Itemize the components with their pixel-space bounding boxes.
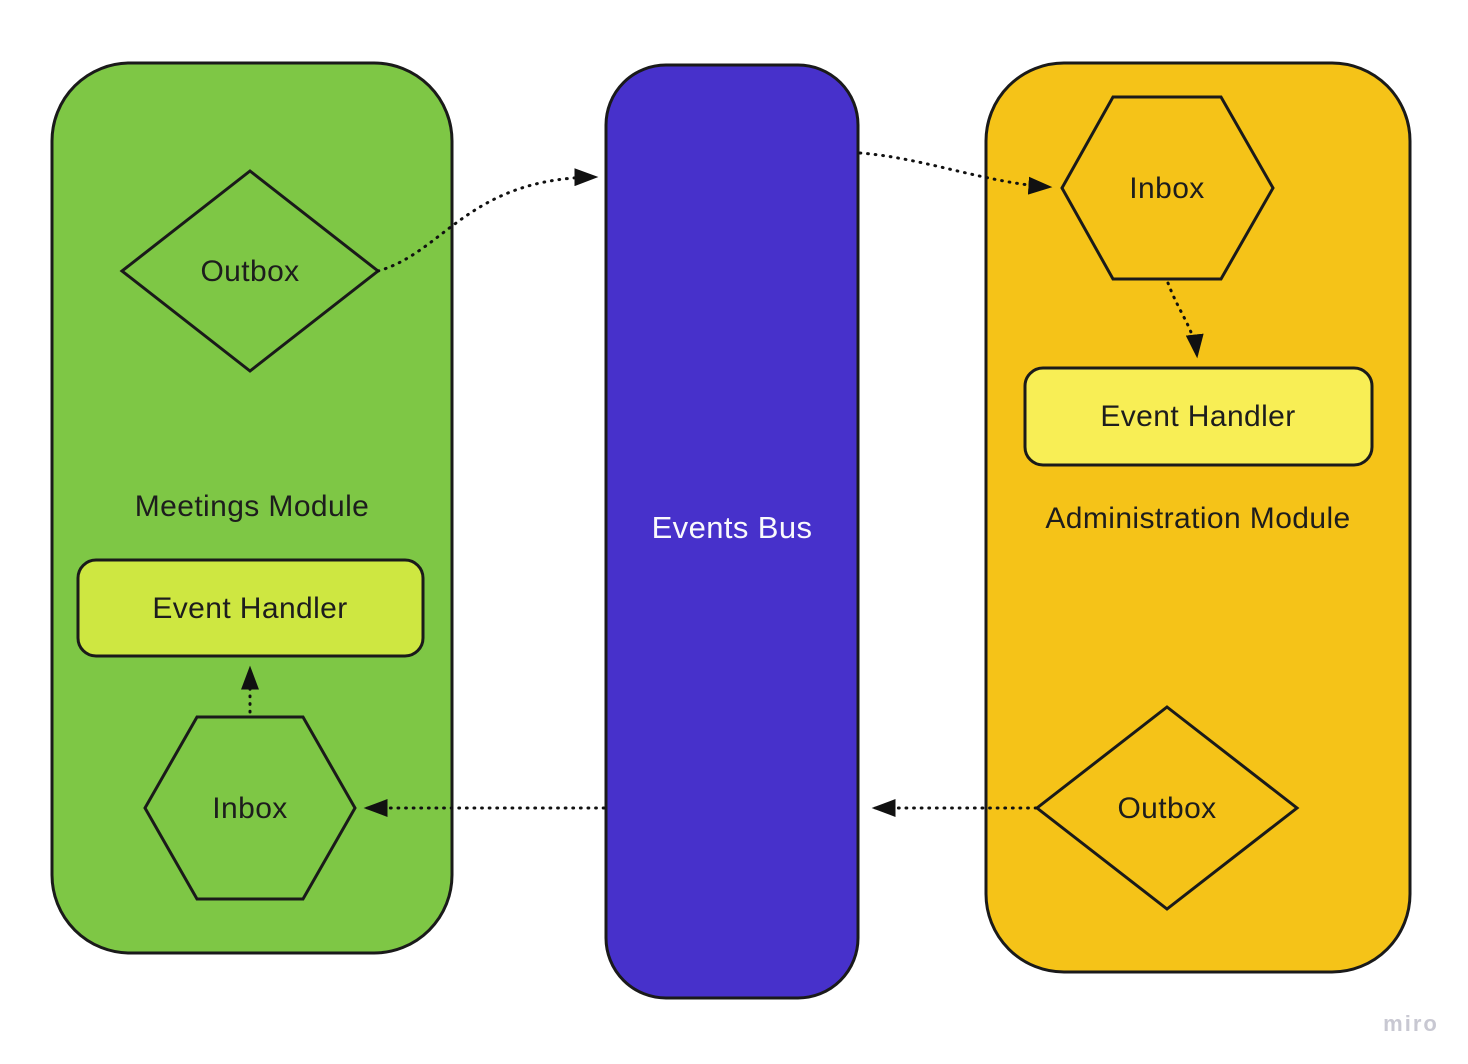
administration-outbox-label: Outbox: [1117, 792, 1216, 825]
meetings-event-handler-box: [76, 558, 425, 658]
miro-watermark: miro: [1383, 1011, 1439, 1036]
administration-inbox-hexagon: [1060, 95, 1275, 281]
arrow-meetings-outbox-to-bus: [376, 168, 599, 273]
administration-module-container: [984, 61, 1412, 974]
events-bus-title: Events Bus: [652, 510, 813, 545]
meetings-inbox-label: Inbox: [212, 792, 287, 825]
administration-event-handler-box: [1023, 366, 1374, 467]
administration-module-title: Administration Module: [1045, 502, 1350, 535]
administration-inbox-label: Inbox: [1129, 172, 1204, 205]
meetings-event-handler-label: Event Handler: [152, 592, 347, 625]
meetings-outbox-diamond: [119, 169, 381, 373]
events-bus-container: [604, 63, 860, 1000]
meetings-inbox-hexagon: [143, 715, 357, 901]
administration-event-handler-label: Event Handler: [1100, 400, 1295, 433]
meetings-module-title: Meetings Module: [135, 490, 369, 523]
arrow-bus-to-administration-inbox: [858, 151, 1053, 195]
administration-outbox-diamond: [1034, 705, 1300, 911]
meetings-outbox-label: Outbox: [200, 255, 299, 288]
arrow-administration-inbox-to-handler: [1166, 281, 1204, 359]
